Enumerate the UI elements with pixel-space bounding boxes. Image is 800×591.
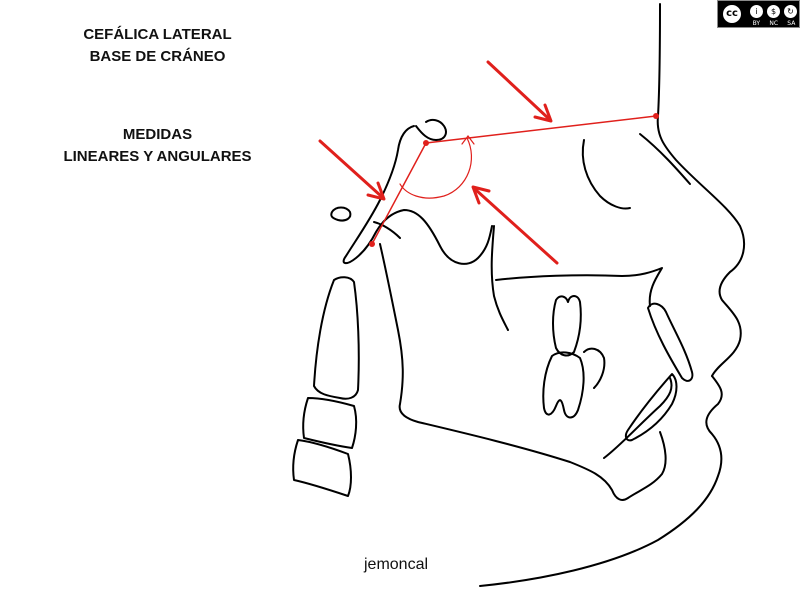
author-credit: jemoncal: [364, 556, 429, 573]
license-labels: BY NC SA: [748, 20, 800, 27]
license-badge[interactable]: cc i $ ↻ BY NC SA: [717, 0, 800, 28]
upper-incisor: [647, 302, 694, 382]
frontal-inner: [639, 133, 691, 185]
by-icon: i: [749, 4, 764, 19]
upper-molar: [552, 295, 582, 357]
subtitle-line-1: MEDIDAS: [122, 126, 193, 143]
arrow-basion-head: [366, 181, 386, 201]
nc-icon: $: [766, 4, 781, 19]
arrow-basion: [318, 139, 383, 198]
palate: [495, 267, 663, 307]
license-label-nc: NC: [769, 20, 779, 27]
orbit-line: [581, 139, 631, 210]
basion-point: [369, 241, 375, 247]
title: CEFÁLICA LATERAL BASE DE CRÁNEO: [55, 24, 260, 68]
license-label-sa: SA: [787, 20, 796, 27]
lower-molar: [542, 351, 585, 419]
title-line-2: BASE DE CRÁNEO: [89, 48, 226, 65]
sa-icon: ↻: [783, 4, 798, 19]
subtitle: MEDIDAS LINEARES Y ANGULARES: [40, 124, 275, 168]
arrow-nasion: [486, 60, 550, 120]
mandible: [379, 243, 667, 501]
annotations: [318, 60, 657, 265]
lower-incisor: [624, 373, 678, 442]
ear-rod: [330, 206, 352, 222]
sella-turcica: [342, 125, 493, 265]
mandible-inner: [603, 377, 673, 459]
cranial-base-angle-arc: [399, 137, 472, 199]
vertebra-odontoid: [313, 276, 360, 400]
license-label-by: BY: [752, 20, 761, 27]
vertebra-c3: [292, 439, 352, 497]
arrow-angle: [474, 188, 559, 265]
title-line-1: CEFÁLICA LATERAL: [83, 26, 232, 43]
landmark-points: [369, 113, 659, 247]
arrow-nasion-head: [533, 103, 553, 123]
soft-tissue-lips-chin: [479, 375, 723, 587]
vertebra-c2: [302, 397, 358, 449]
skull-outline: [292, 3, 746, 587]
molar-adjacent: [583, 347, 606, 389]
clinoid-process: [415, 118, 447, 141]
pterygoid: [490, 225, 509, 331]
arc-tick: [461, 135, 475, 145]
cc-icon: cc: [721, 3, 743, 25]
sella-floor: [373, 221, 401, 239]
arrow-angle-head: [471, 185, 491, 205]
sella-nasion-line: [425, 115, 657, 144]
subtitle-line-2: LINEARES Y ANGULARES: [63, 148, 252, 165]
sella-point: [423, 140, 429, 146]
nasion-point: [653, 113, 659, 119]
sella-basion-line: [371, 142, 427, 245]
